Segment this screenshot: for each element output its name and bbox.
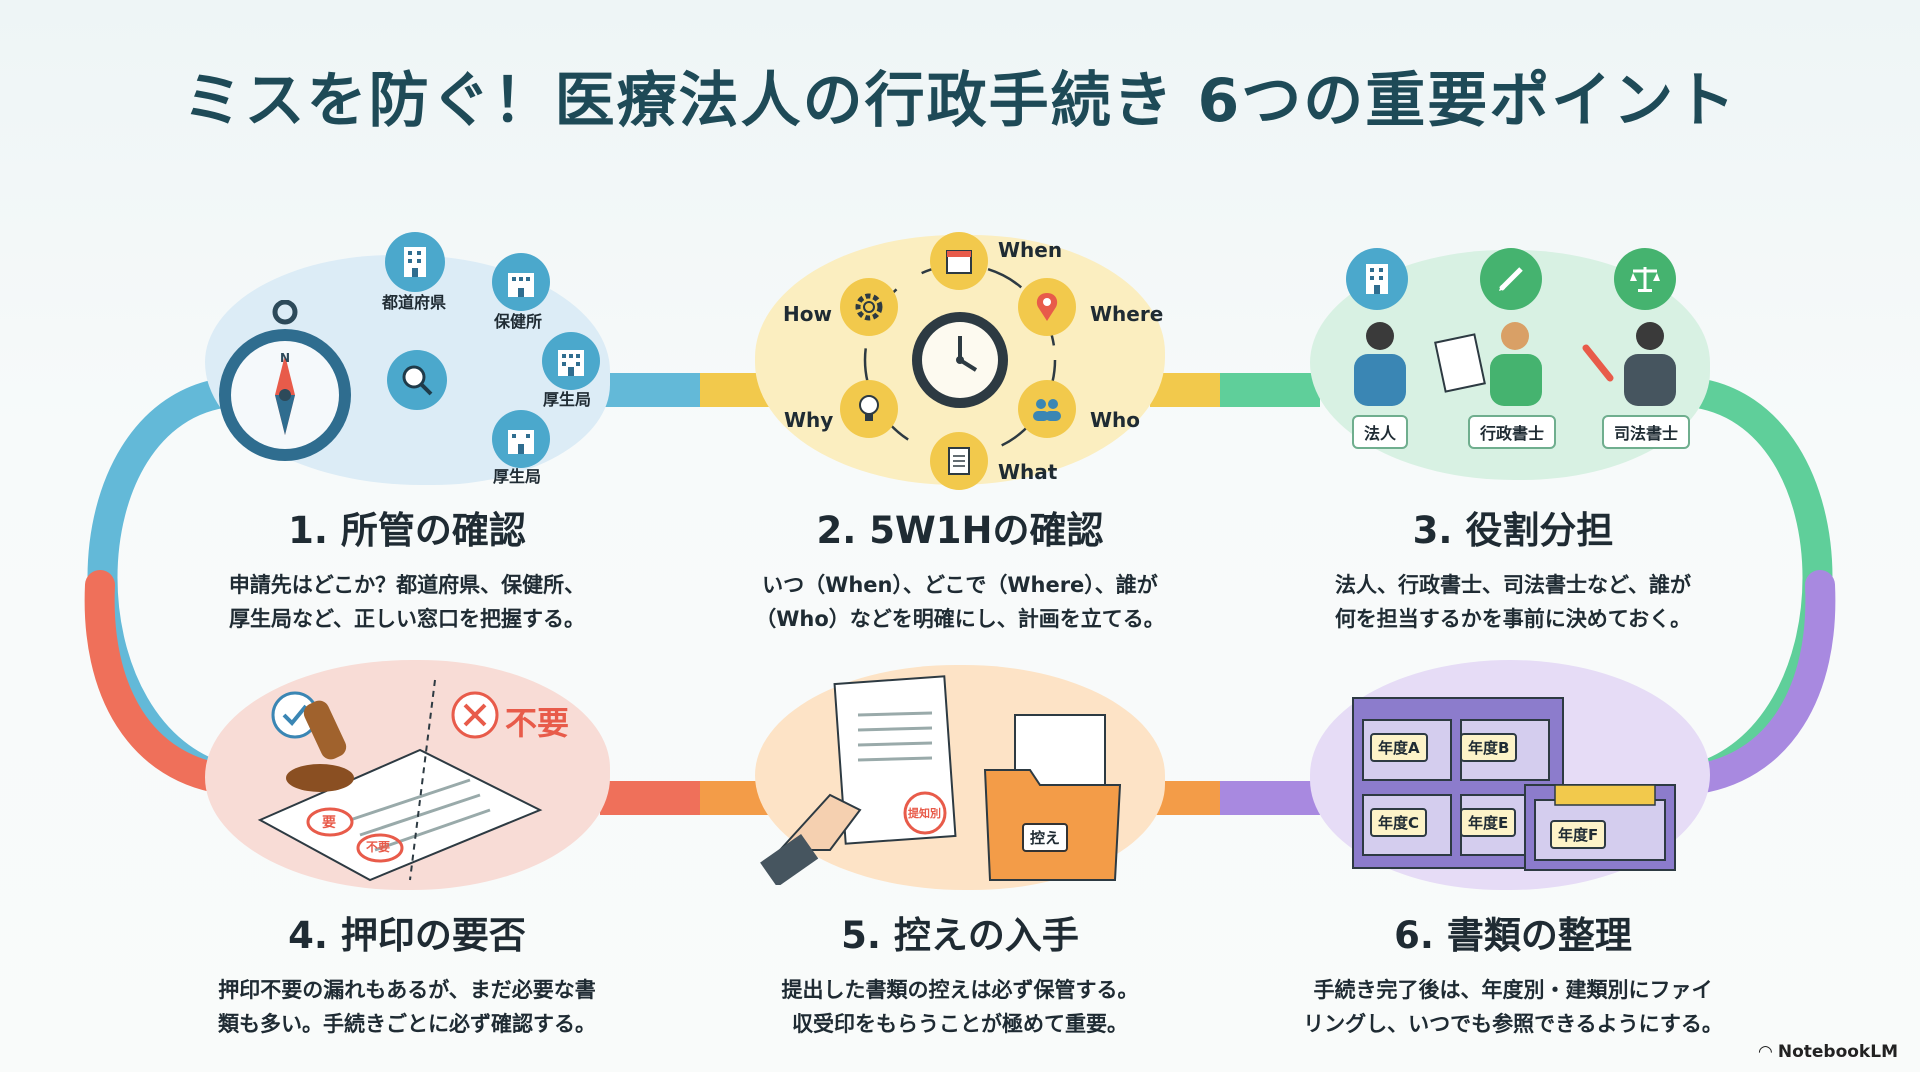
label-why: Why <box>784 408 834 432</box>
point-1-heading: 1. 所管の確認 <box>288 509 526 552</box>
point-4-heading: 4. 押印の要否 <box>288 914 526 957</box>
point-6-heading: 6. 書類の整理 <box>1394 914 1632 957</box>
pen-icon <box>1480 248 1542 310</box>
label-when: When <box>998 238 1063 262</box>
calendar-icon <box>930 232 988 290</box>
point-1-line-2: 厚生局など、正しい窓口を把握する。 <box>229 607 585 631</box>
point-2-line-2: （Who）などを明確にし、計画を立てる。 <box>755 607 1165 631</box>
people-handoff-illustration <box>1354 322 1676 406</box>
building-icon-health-center <box>492 253 550 311</box>
point-4-line-1: 押印不要の漏れもあるが、まだ必要な書 <box>218 978 596 1002</box>
building-icon <box>1346 248 1408 310</box>
label-bureau-2: 厚生局 <box>493 467 542 486</box>
stamp-mark-required: 要 <box>322 815 336 831</box>
point-6-line-2: リングし、いつでも参照できるようにする。 <box>1303 1012 1723 1036</box>
stamp-mark-unnecessary: 不要 <box>366 840 391 854</box>
notebook-icon: ◠ <box>1758 1042 1778 1062</box>
building-icon-bureau-2 <box>492 410 550 468</box>
point-1-line-1: 申請先はどこか？都道府県、保健所、 <box>228 573 586 597</box>
point-3: 3. 役割分担 法人、行政書士、司法書士など、誰が何を担当するかを事前に決めてお… <box>1233 500 1793 636</box>
point-3-heading: 3. 役割分担 <box>1412 509 1614 552</box>
people-icon <box>1018 380 1076 438</box>
scales-icon <box>1614 248 1676 310</box>
point-4-line-2: 類も多い。手続きごとに必ず確認する。 <box>218 1012 596 1036</box>
point-5-line-2: 収受印をもらうことが極めて重要。 <box>792 1012 1128 1036</box>
label-who: Who <box>1090 408 1141 432</box>
point-6-line-1: 手続き完了後は、年度別・建類別にファイ <box>1313 978 1713 1002</box>
point-5-line-1: 提出した書類の控えは必ず保管する。 <box>781 978 1139 1002</box>
point-5: 5. 控えの入手 提出した書類の控えは必ず保管する。収受印をもらうことが極めて重… <box>680 905 1240 1041</box>
document-icon <box>930 432 988 490</box>
point-1: 1. 所管の確認 申請先はどこか？都道府県、保健所、厚生局など、正しい窓口を把握… <box>127 500 687 636</box>
drawer-label-c: 年度C <box>1370 808 1428 837</box>
label-how: How <box>783 302 832 326</box>
label-where: Where <box>1090 302 1164 326</box>
point-3-line-2: 何を担当するかを事前に決めておく。 <box>1334 607 1692 631</box>
point-3-line-1: 法人、行政書士、司法書士など、誰が <box>1335 573 1691 597</box>
received-stamp-text: 提知別 <box>908 807 941 820</box>
point-2-heading: 2. 5W1Hの確認 <box>816 509 1104 552</box>
drawer-label-f: 年度F <box>1550 820 1607 849</box>
role-label-admin-scrivener: 行政書士 <box>1468 415 1557 449</box>
filing-cabinet-illustration <box>1352 697 1676 871</box>
brand-watermark: ◠ NotebookLM <box>1759 1042 1898 1062</box>
label-what: What <box>998 460 1058 484</box>
stamp-document-illustration <box>257 679 543 882</box>
map-pin-icon <box>1018 278 1076 336</box>
role-label-judicial-scrivener: 司法書士 <box>1602 415 1691 449</box>
drawer-label-a: 年度A <box>1370 733 1428 762</box>
label-prefecture: 都道府県 <box>382 293 447 312</box>
label-health-center: 保健所 <box>494 312 543 331</box>
drawer-label-b: 年度B <box>1460 733 1518 762</box>
building-icon-prefecture <box>385 232 445 292</box>
document-folder-illustration <box>760 675 1122 885</box>
role-label-corporation: 法人 <box>1352 415 1409 449</box>
unnecessary-label: 不要 <box>505 704 570 742</box>
svg-text:N: N <box>280 351 290 365</box>
drawer-label-e: 年度E <box>1460 808 1517 837</box>
page-title: ミスを防ぐ！医療法人の行政手続き 6つの重要ポイント <box>182 66 1738 136</box>
search-icon <box>387 350 447 410</box>
compass-icon: N <box>219 300 351 461</box>
point-4: 4. 押印の要否 押印不要の漏れもあるが、まだ必要な書類も多い。手続きごとに必ず… <box>127 905 687 1041</box>
track-right-bottom <box>1675 570 1836 795</box>
point-2-line-1: いつ（When）、どこで（Where）、誰が <box>762 573 1158 597</box>
building-icon-bureau-1 <box>542 332 600 390</box>
brand-label: NotebookLM <box>1777 1042 1898 1062</box>
gear-icon <box>840 278 898 336</box>
point-6: 6. 書類の整理 手続き完了後は、年度別・建類別にファイリングし、いつでも参照で… <box>1233 905 1793 1041</box>
clock-icon <box>912 312 1008 408</box>
point-5-heading: 5. 控えの入手 <box>841 914 1079 957</box>
point-2: 2. 5W1Hの確認 いつ（When）、どこで（Where）、誰が （Who）など… <box>680 500 1240 636</box>
track-left-bottom <box>84 570 245 795</box>
lightbulb-icon <box>840 380 898 438</box>
copy-folder-label: 控え <box>1022 823 1069 852</box>
label-bureau-1: 厚生局 <box>543 390 592 409</box>
